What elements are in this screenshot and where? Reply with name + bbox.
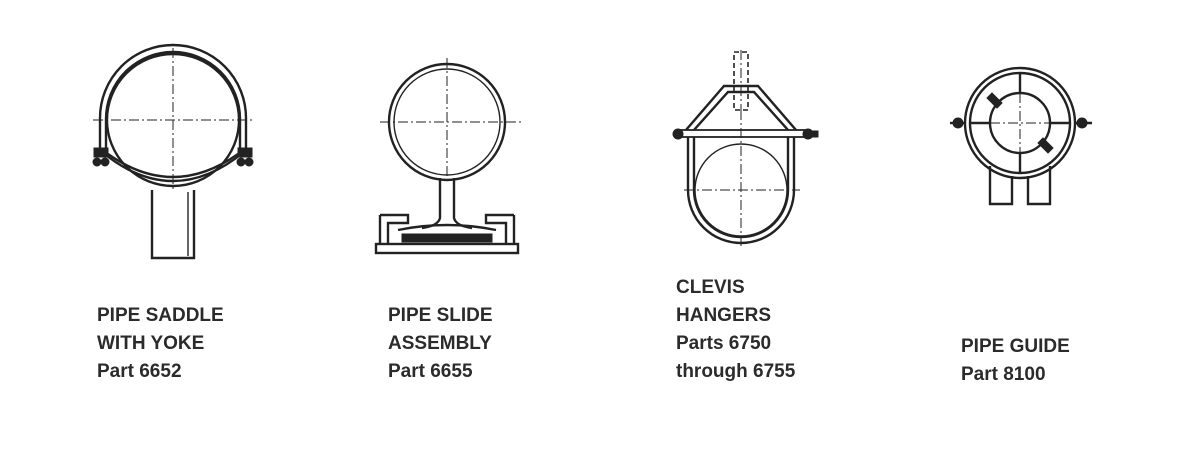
pipe-guide-svg (950, 66, 1092, 206)
pipe-saddle-drawing (88, 40, 258, 265)
caption-part-line1: Part 8100 (961, 364, 1046, 385)
caption-part-line2: through 6755 (676, 361, 796, 382)
caption-title-line2: HANGERS (676, 305, 772, 326)
pipe-guide-drawing (950, 66, 1100, 208)
caption-title-line2: ASSEMBLY (388, 333, 492, 354)
caption-pipe-saddle: PIPE SADDLE WITH YOKE Part 6652 (97, 302, 224, 386)
pipe-saddle-svg (92, 43, 254, 260)
caption-title-line2: WITH YOKE (97, 333, 205, 354)
caption-part-line1: Part 6655 (388, 361, 473, 382)
caption-title-line1: PIPE SLIDE (388, 305, 493, 326)
caption-part-line1: Parts 6750 (676, 333, 772, 354)
pipe-slide-svg (374, 58, 522, 255)
caption-title-line1: PIPE GUIDE (961, 336, 1070, 357)
pipe-slide-drawing (372, 58, 532, 258)
caption-part-line1: Part 6652 (97, 361, 182, 382)
clevis-hanger-drawing (670, 50, 830, 250)
caption-clevis-hangers: CLEVIS HANGERS Parts 6750 through 6755 (676, 274, 795, 386)
caption-pipe-guide: PIPE GUIDE Part 8100 (961, 333, 1070, 389)
clevis-hanger-svg (672, 50, 819, 246)
caption-title-line1: CLEVIS (676, 277, 745, 298)
caption-pipe-slide: PIPE SLIDE ASSEMBLY Part 6655 (388, 302, 493, 386)
caption-title-line1: PIPE SADDLE (97, 305, 224, 326)
